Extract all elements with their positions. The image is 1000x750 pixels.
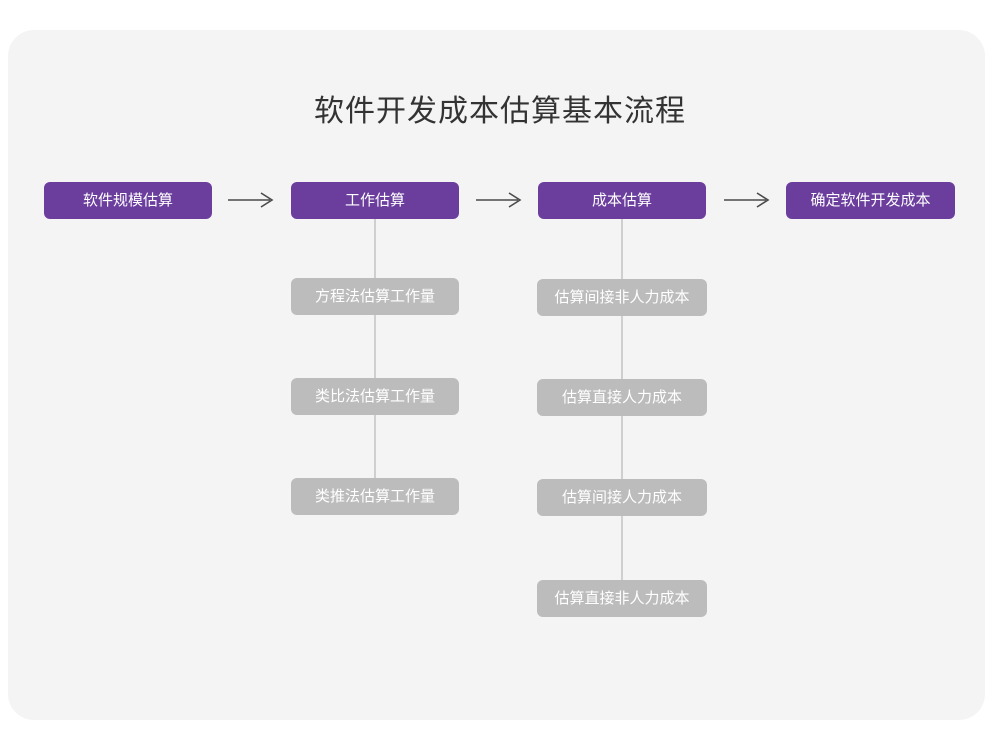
flow-subnode-branch1-item1[interactable]: 方程法估算工作量: [291, 278, 459, 315]
page-title: 软件开发成本估算基本流程: [314, 95, 686, 128]
diagram-card: [8, 30, 985, 720]
flow-subnode-branch2-item4[interactable]: 估算直接非人力成本: [537, 580, 707, 617]
flow-node-step-1[interactable]: 软件规模估算: [44, 182, 212, 219]
flow-subnode-branch2-item3[interactable]: 估算间接人力成本: [537, 479, 707, 516]
flow-node-step-4[interactable]: 确定软件开发成本: [786, 182, 955, 219]
flow-node-step-2[interactable]: 工作估算: [291, 182, 459, 219]
flow-subnode-branch2-item1[interactable]: 估算间接非人力成本: [537, 279, 707, 316]
flow-subnode-branch1-item2[interactable]: 类比法估算工作量: [291, 378, 459, 415]
arrow-step1-to-step2-icon: [227, 190, 277, 210]
arrow-step3-to-step4-icon: [723, 190, 773, 210]
flow-node-step-3[interactable]: 成本估算: [538, 182, 706, 219]
connector-line-branch-1: [374, 219, 376, 497]
flow-subnode-branch2-item2[interactable]: 估算直接人力成本: [537, 379, 707, 416]
arrow-step2-to-step3-icon: [475, 190, 525, 210]
flow-subnode-branch1-item3[interactable]: 类推法估算工作量: [291, 478, 459, 515]
